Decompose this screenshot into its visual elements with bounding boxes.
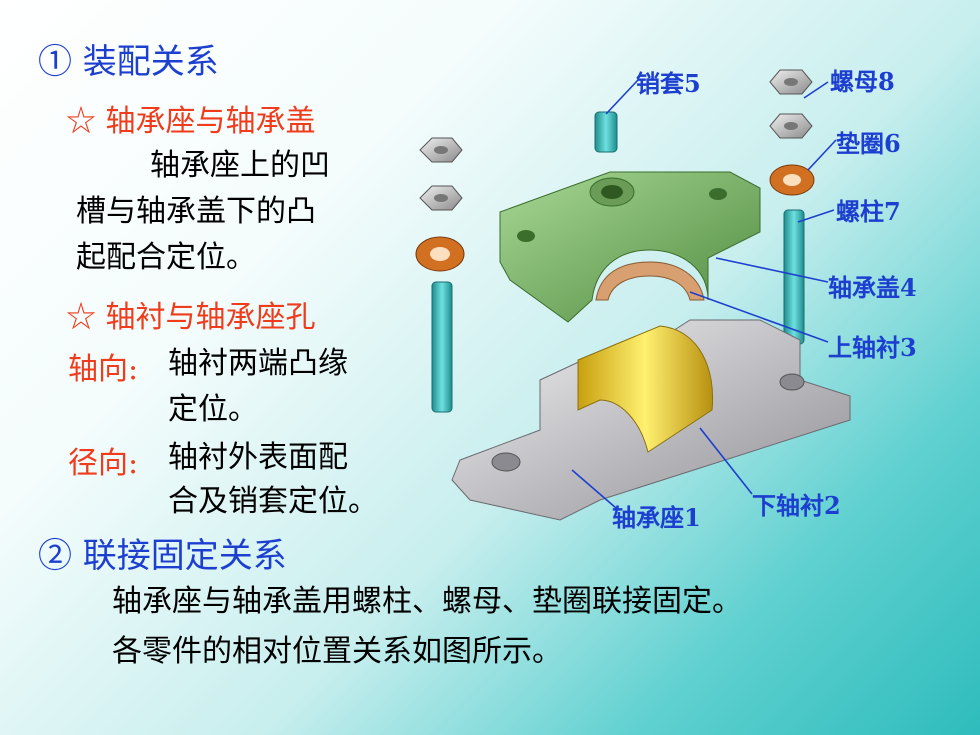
left-nut-top <box>419 137 463 163</box>
axial-line2: 定位。 <box>168 392 258 427</box>
pin-sleeve <box>594 111 618 153</box>
text1-line3: 起配合定位。 <box>76 240 256 275</box>
upper-bush <box>595 261 705 301</box>
left-nut-bottom <box>419 185 463 211</box>
label-seat: 轴承座1 <box>612 503 701 532</box>
subheading-bush-hole: ☆ 轴衬与轴承座孔 <box>66 300 316 335</box>
label-stud: 螺柱7 <box>836 197 901 226</box>
label-pin-sleeve: 销套5 <box>636 69 701 98</box>
section2-line1: 轴承座与轴承盖用螺柱、螺母、垫圈联接固定。 <box>112 584 742 619</box>
subheading-seat-cover: ☆ 轴承座与轴承盖 <box>66 104 316 139</box>
radial-line2: 合及销套定位。 <box>168 484 378 519</box>
right-washer <box>769 164 815 196</box>
radial-line1: 轴衬外表面配 <box>168 440 348 475</box>
leader-lines <box>571 79 837 509</box>
text1-line2: 槽与轴承盖下的凸 <box>76 194 316 229</box>
left-stud <box>431 281 453 413</box>
section2-title: ② 联接固定关系 <box>38 536 287 576</box>
bearing-cover <box>499 171 761 323</box>
label-nut: 螺母8 <box>830 67 895 96</box>
label-cover: 轴承盖4 <box>828 273 917 302</box>
section2-line2: 各零件的相对位置关系如图所示。 <box>112 634 562 669</box>
right-nut-top <box>769 69 813 95</box>
axial-line1: 轴衬两端凸缘 <box>168 346 348 381</box>
left-washer <box>415 236 465 272</box>
right-nut-bottom <box>769 113 813 139</box>
label-lower-bush: 下轴衬2 <box>752 491 841 520</box>
axial-label: 轴向: <box>68 352 139 387</box>
section1-title: ① 装配关系 <box>38 42 219 82</box>
text1-line1: 轴承座上的凹 <box>150 148 330 183</box>
label-washer: 垫圈6 <box>836 129 901 158</box>
lower-bush <box>577 325 714 453</box>
label-upper-bush: 上轴衬3 <box>828 333 917 362</box>
radial-label: 径向: <box>68 446 139 481</box>
